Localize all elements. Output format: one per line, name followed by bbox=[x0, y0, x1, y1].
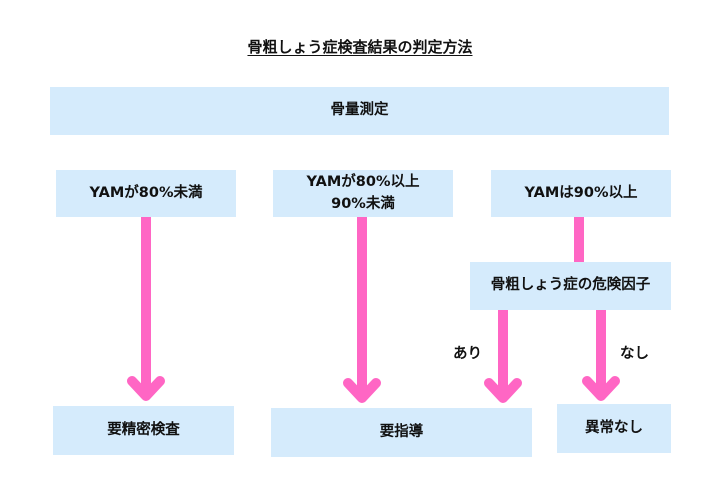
arrow-risk-no-to-normal bbox=[582, 310, 620, 401]
node-no-abnormality: 異常なし bbox=[557, 404, 671, 453]
arrow-risk-yes-to-guidance bbox=[484, 310, 522, 403]
node-bone-measurement: 骨量測定 bbox=[50, 87, 669, 135]
node-yam-above-90: YAMは90%以上 bbox=[491, 170, 671, 217]
node-risk-factors: 骨粗しょう症の危険因子 bbox=[470, 262, 671, 310]
arrow-below80-to-detailed-exam bbox=[127, 217, 165, 401]
edge-label-yes: あり bbox=[453, 346, 482, 362]
node-yam-below-80: YAMが80%未満 bbox=[56, 170, 236, 217]
arrow-80to90-to-guidance bbox=[343, 217, 381, 403]
node-yam-80-to-90: YAMが80%以上 90%未満 bbox=[273, 170, 453, 217]
node-guidance: 要指導 bbox=[271, 408, 532, 457]
edge-label-no: なし bbox=[620, 346, 649, 362]
node-detailed-exam: 要精密検査 bbox=[53, 406, 234, 455]
diagram-title: 骨粗しょう症検査結果の判定方法 bbox=[247, 38, 473, 56]
